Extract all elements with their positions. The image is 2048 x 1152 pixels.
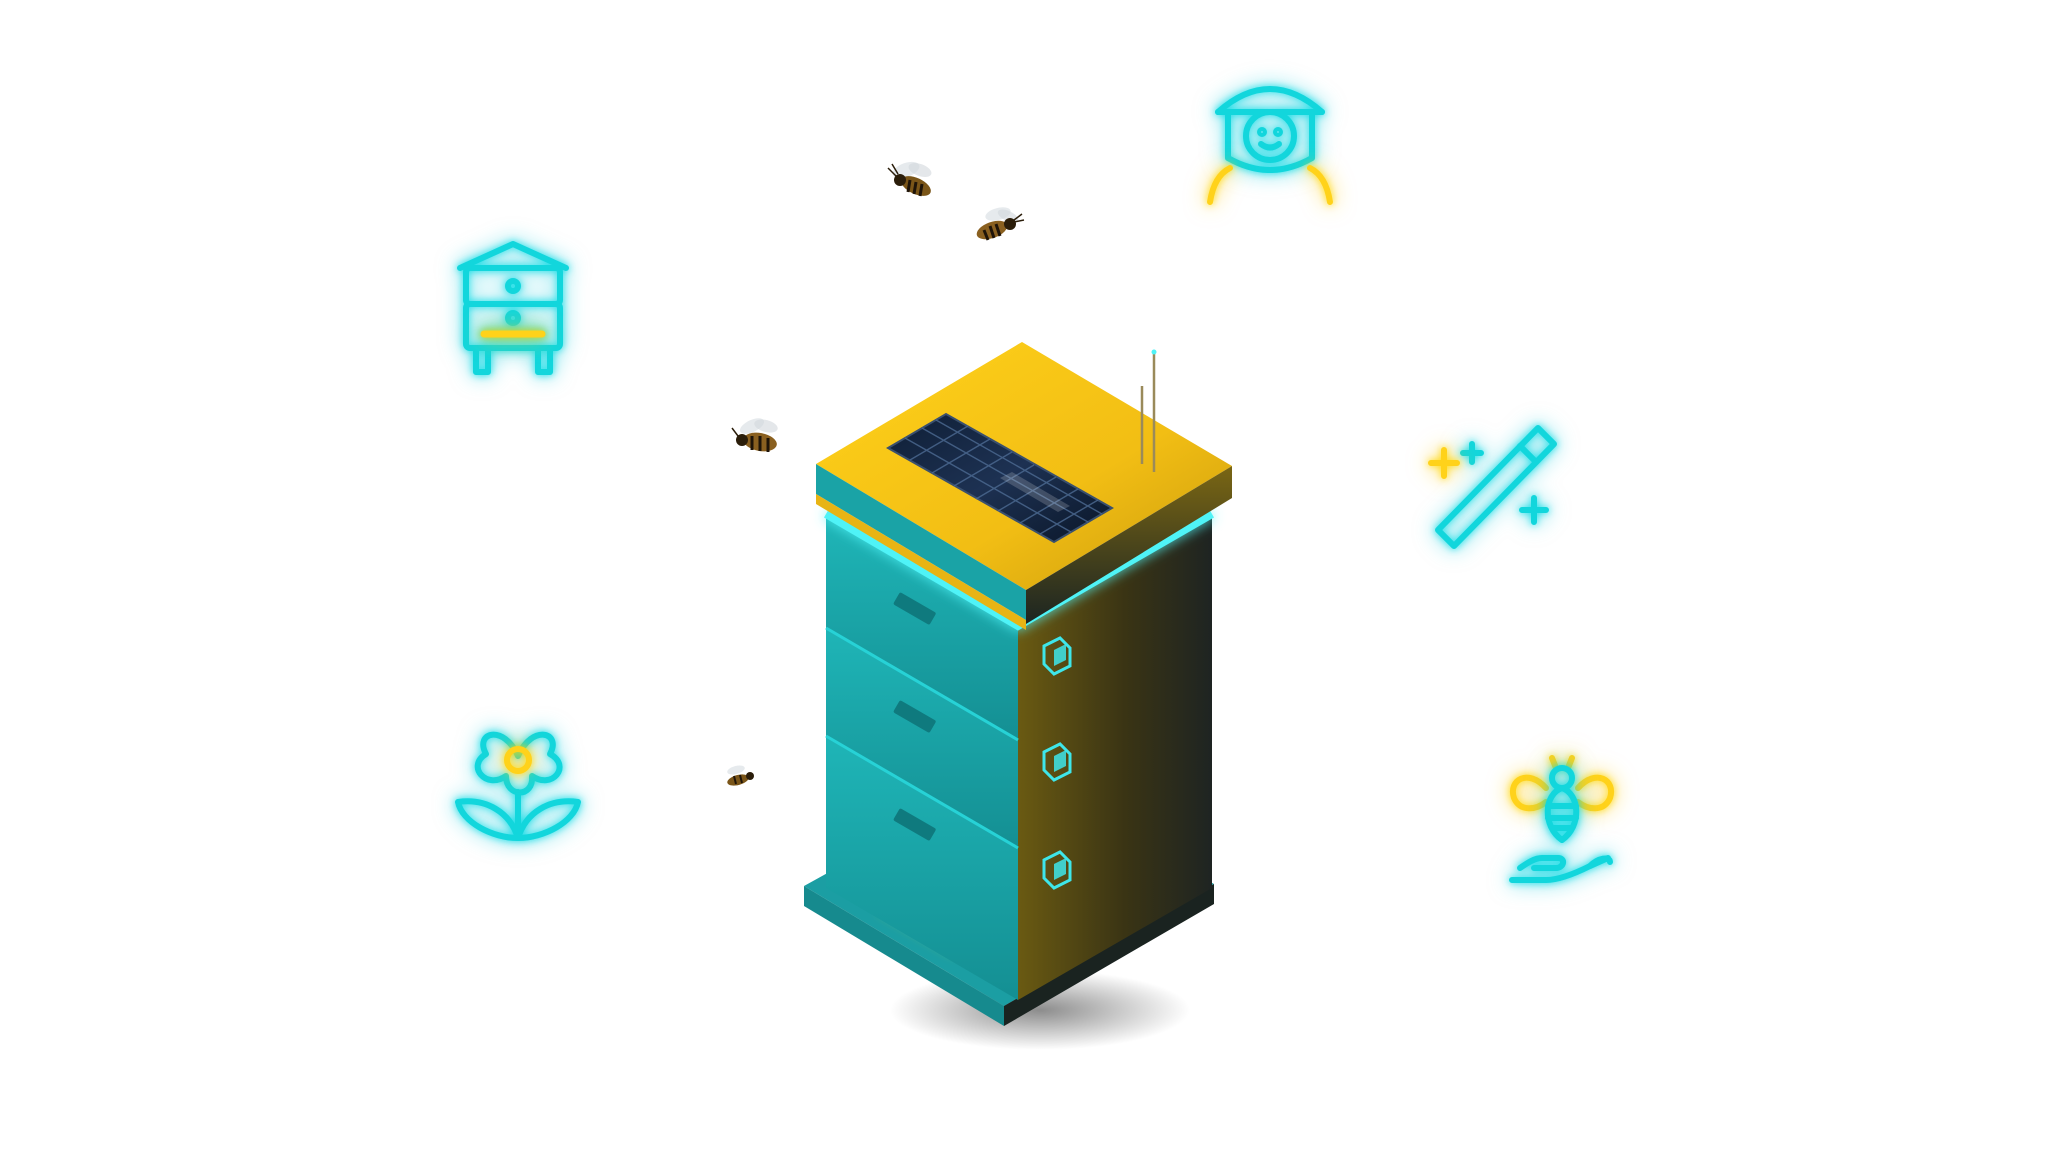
hive-box-upper-side [1018,514,1212,740]
hive-base-top [804,770,1214,1006]
beekeeper-icon [1200,72,1340,206]
handle-middle [893,700,936,733]
hive-box-middle-front [826,622,1018,848]
hive-roof-top [816,342,1232,590]
bee-2 [968,204,1028,255]
sensor-badges [1042,636,1072,890]
hive-box-lower-front [826,730,1018,1000]
roof-glow-strip [823,510,1214,631]
magic-wand-icon [1424,418,1574,549]
hive-box-middle-side [1018,622,1212,848]
handle-upper [893,592,936,625]
bee-3 [730,414,792,467]
landing-light [880,904,962,952]
hive-box-lower-side [1018,730,1212,1000]
hive-shadow [890,970,1190,1050]
beehive-icon [452,238,574,378]
hive-box-upper-front [826,514,1018,740]
flower-icon [452,714,584,844]
bee-4 [718,762,758,799]
solar-panel [885,412,1115,544]
antennas [1140,352,1156,472]
bee-in-hand-icon [1506,748,1618,890]
bee-1 [884,160,944,211]
handle-lower [893,808,936,841]
